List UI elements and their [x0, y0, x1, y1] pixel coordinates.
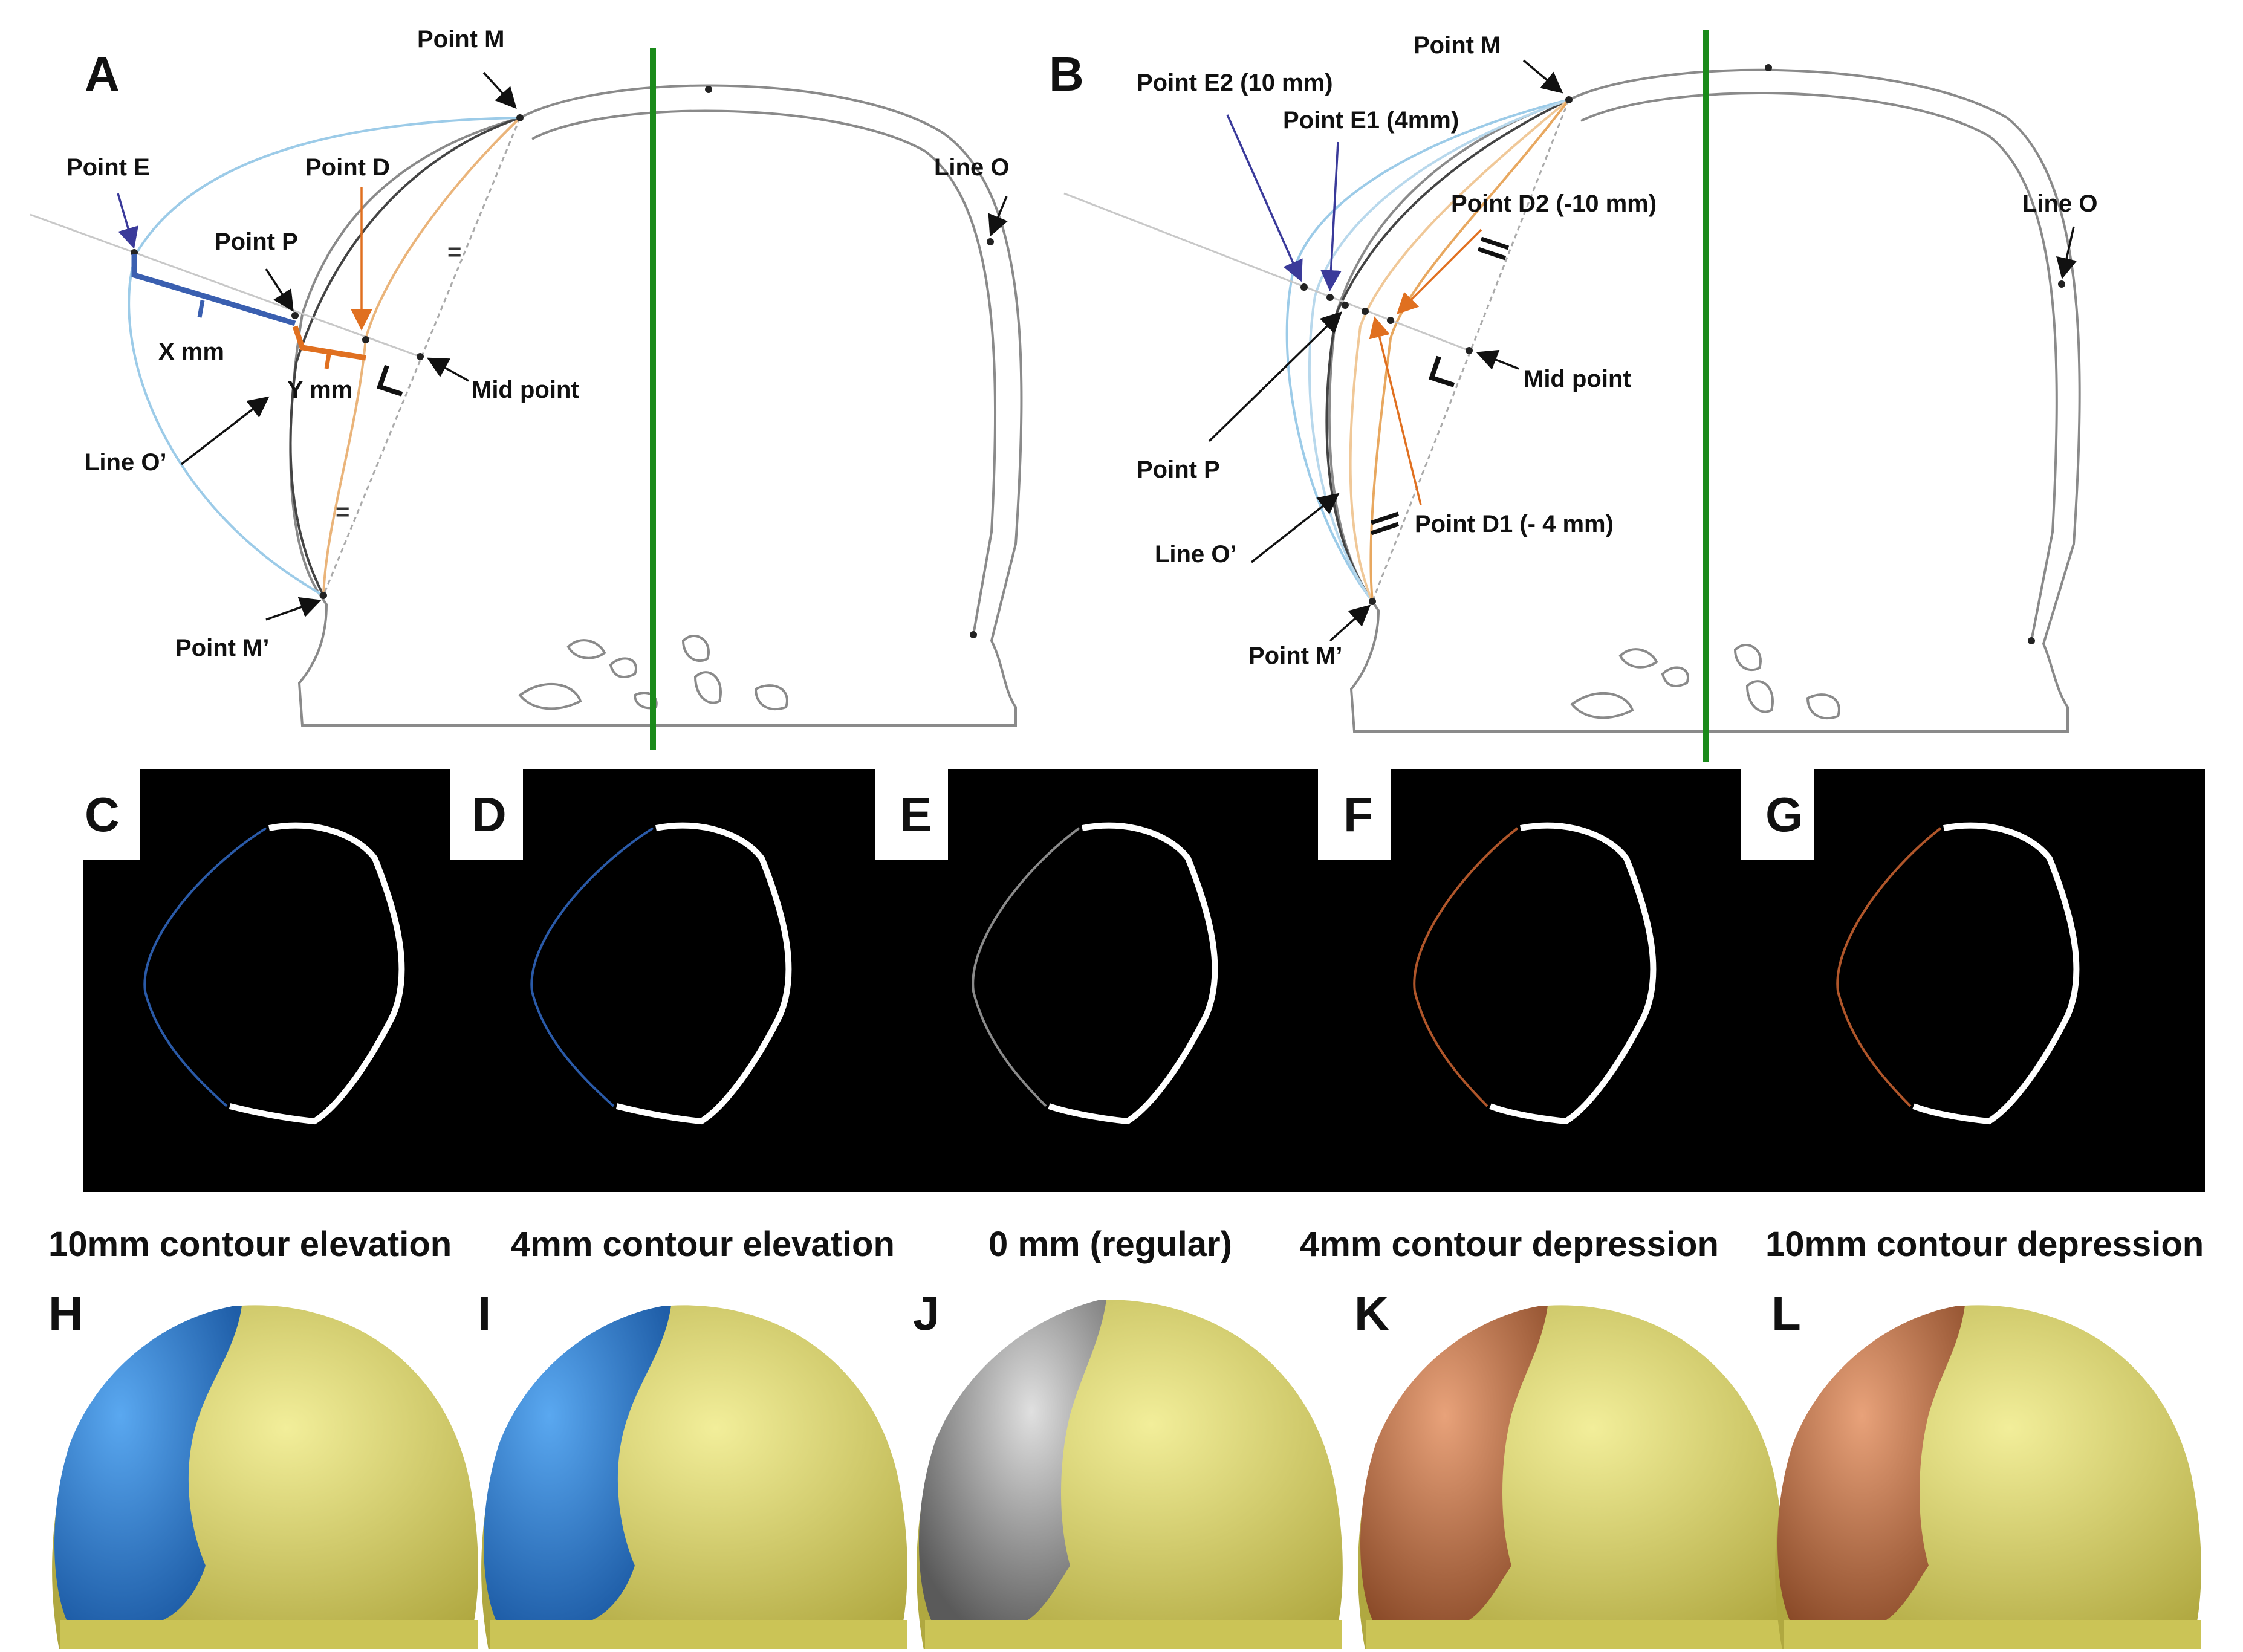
panel-b: B Point M — [1049, 30, 2097, 762]
label-point-m-prime-b: Point M’ — [1248, 643, 1343, 669]
perpendicular-a — [30, 213, 421, 358]
right-angle-mark-b — [1428, 355, 1455, 387]
point-p-dot-a — [291, 312, 299, 319]
skull-inner-a — [531, 109, 996, 635]
panel-g-letter: G — [1765, 788, 1803, 841]
label-line-o-a: Line O — [934, 154, 1009, 181]
label-line-o-prime-b: Line O’ — [1155, 541, 1237, 568]
label-x-mm: X mm — [158, 338, 224, 365]
render-panel-k: K — [1354, 1286, 1784, 1652]
label-point-d1: Point D1 (- 4 mm) — [1415, 511, 1614, 537]
label-point-m-prime-a: Point M’ — [175, 635, 270, 661]
ct-panel-e: E — [875, 769, 1218, 1125]
panel-c-letter: C — [85, 788, 120, 841]
panel-j-letter: J — [913, 1286, 940, 1340]
caption-4mm-depression: 4mm contour depression — [1300, 1225, 1719, 1264]
captions: 10mm contour elevation 4mm contour eleva… — [48, 1225, 2204, 1264]
render-panel-j: J — [913, 1286, 1343, 1652]
chord-b — [1371, 99, 1570, 602]
y-mm-bracket — [292, 325, 366, 361]
label-point-d2: Point D2 (-10 mm) — [1451, 190, 1657, 217]
skull-base-fragments-a — [518, 634, 788, 711]
point-m-prime-dot-a — [320, 592, 327, 599]
skull-outline-a — [289, 84, 1023, 727]
ct-panels: C D E F G — [83, 769, 2205, 1192]
label-mid-point-a: Mid point — [472, 377, 579, 403]
label-point-d-a: Point D — [305, 154, 390, 181]
point-m-dot-a — [516, 114, 524, 121]
render-panel-h: H — [48, 1286, 478, 1652]
caption-10mm-depression: 10mm contour depression — [1765, 1225, 2204, 1264]
depression-curve-d1 — [1349, 99, 1570, 602]
panel-i-letter: I — [478, 1286, 491, 1340]
skull-base-fragments-b — [1570, 643, 1840, 720]
label-point-e-a: Point E — [67, 154, 150, 181]
label-point-p-a: Point P — [215, 228, 298, 255]
right-angle-mark-a — [376, 364, 403, 397]
label-point-e1: Point E1 (4mm) — [1283, 107, 1459, 134]
label-point-m-b: Point M — [1414, 32, 1501, 59]
panel-f-letter: F — [1343, 788, 1373, 841]
panel-e-letter: E — [900, 788, 932, 841]
label-point-m-a: Point M — [417, 26, 504, 53]
render-panel-i: I — [478, 1286, 907, 1652]
caption-4mm-elevation: 4mm contour elevation — [511, 1225, 895, 1264]
skull-inner-b — [1580, 92, 2058, 641]
mid-point-dot-a — [417, 353, 424, 360]
render-panel-l: L — [1771, 1286, 2201, 1652]
ct-panel-c: C — [83, 769, 405, 1125]
label-mid-point-b: Mid point — [1524, 366, 1631, 392]
skull-outline-b — [1328, 68, 2081, 733]
label-line-o-b: Line O — [2022, 190, 2097, 217]
ct-panel-f: F — [1318, 769, 1657, 1125]
label-point-p-b: Point P — [1137, 456, 1220, 483]
panel-d-letter: D — [472, 788, 507, 841]
point-d-dot-a — [362, 336, 369, 343]
ct-panel-g: G — [1741, 769, 2080, 1125]
panel-a: A = = — [30, 26, 1023, 750]
label-y-mm: Y mm — [287, 377, 352, 403]
x-mm-bracket — [131, 254, 296, 326]
caption-10mm-elevation: 10mm contour elevation — [48, 1225, 452, 1264]
panel-a-letter: A — [85, 47, 120, 101]
panel-k-letter: K — [1354, 1286, 1389, 1340]
panel-h-letter: H — [48, 1286, 83, 1340]
label-point-e2: Point E2 (10 mm) — [1137, 70, 1333, 96]
label-line-o-prime-a: Line O’ — [85, 449, 167, 476]
render-panels: H I J K L — [48, 1286, 2201, 1652]
svg-text:=: = — [447, 239, 461, 265]
panel-b-letter: B — [1049, 47, 1084, 101]
ct-strip — [83, 769, 2205, 1192]
svg-text:=: = — [336, 499, 349, 525]
panel-l-letter: L — [1771, 1286, 1801, 1340]
caption-0mm-regular: 0 mm (regular) — [988, 1225, 1232, 1264]
perpendicular-b — [1063, 192, 1470, 352]
ct-panel-d: D — [450, 769, 792, 1125]
line-o-prime-a — [289, 117, 521, 596]
